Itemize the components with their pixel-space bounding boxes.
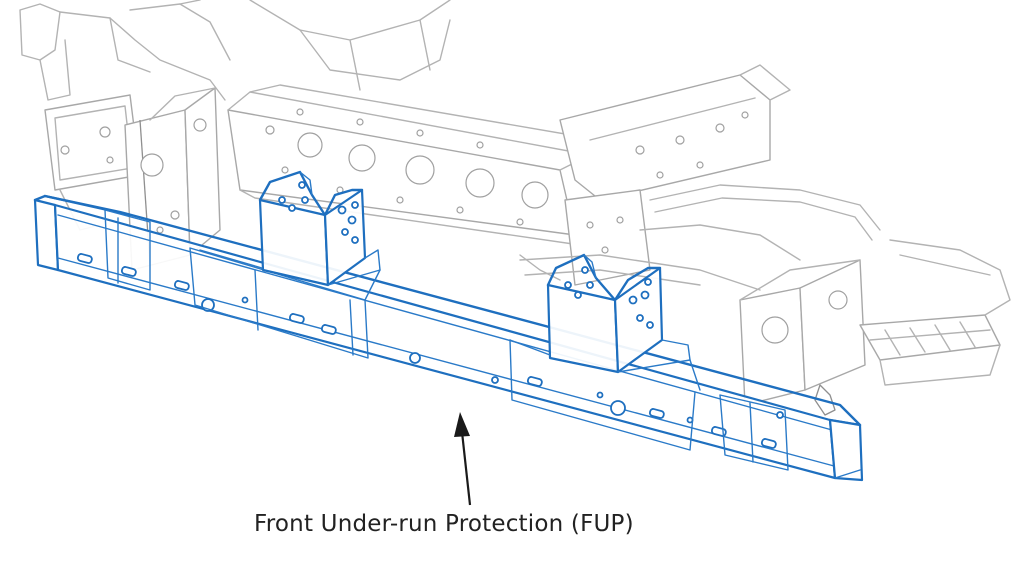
fup-assembly bbox=[33, 170, 864, 482]
callout-arrow bbox=[454, 412, 472, 506]
chassis-frame bbox=[19, 0, 1011, 416]
fup-caption: Front Under-run Protection (FUP) bbox=[254, 511, 634, 537]
